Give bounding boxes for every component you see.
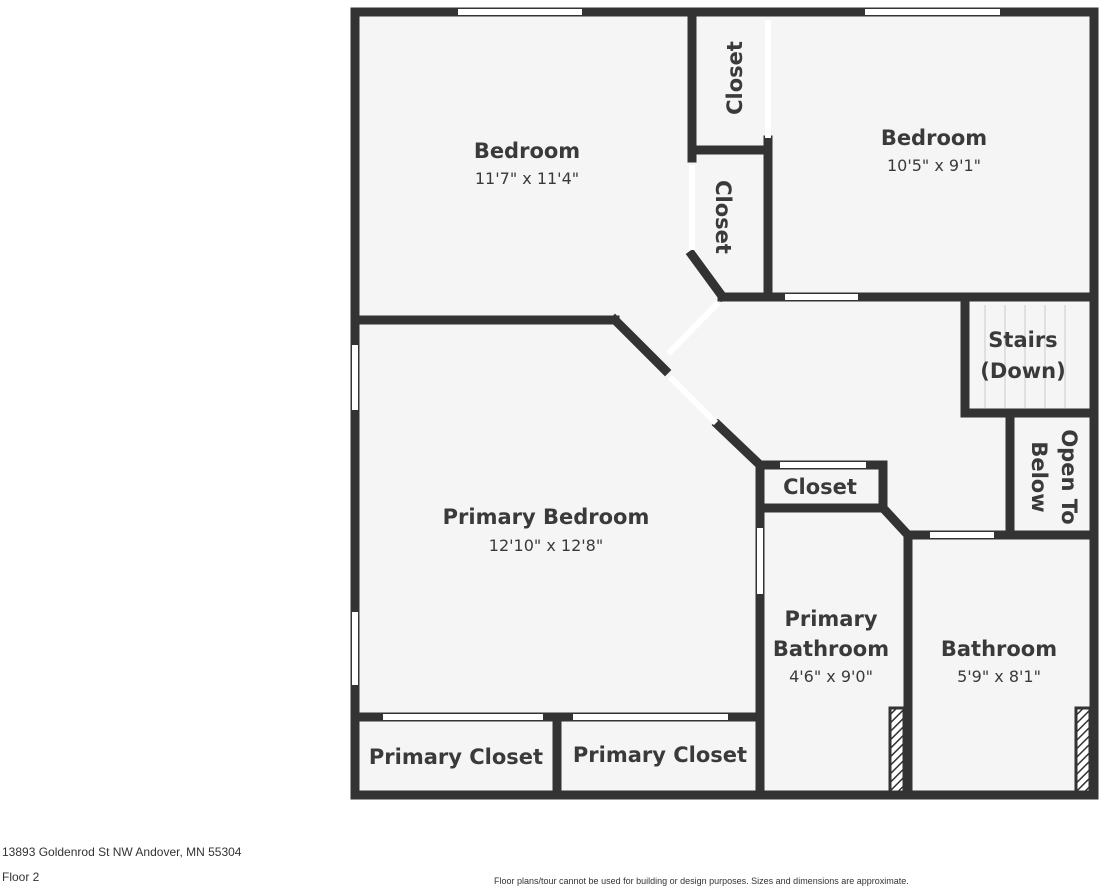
walls <box>350 7 1099 800</box>
room-label: Primary Bedroom <box>443 505 650 529</box>
room-label: Below <box>1027 441 1051 512</box>
room-label: Open To <box>1057 429 1081 524</box>
room-label: Bathroom <box>773 637 889 661</box>
stair-treads <box>984 305 1066 408</box>
room-label: Primary Closet <box>369 745 543 769</box>
disclaimer: Floor plans/tour cannot be used for buil… <box>494 876 909 886</box>
room-label: (Down) <box>980 359 1065 383</box>
fixture-hatch <box>888 706 906 794</box>
floor-area <box>355 12 1094 795</box>
room-dims: 10'5" x 9'1" <box>887 156 981 175</box>
room-label: Primary <box>784 607 877 631</box>
room-label: Closet <box>711 180 735 254</box>
address: 13893 Goldenrod St NW Andover, MN 55304 <box>2 845 242 859</box>
room-label: Closet <box>723 41 747 115</box>
fixture-hatch <box>1074 706 1092 794</box>
room-dims: 11'7" x 11'4" <box>475 169 579 188</box>
room-label: Bedroom <box>881 126 987 150</box>
room-label: Bathroom <box>941 637 1057 661</box>
room-label: Bedroom <box>474 139 580 163</box>
room-dims: 5'9" x 8'1" <box>957 667 1041 686</box>
room-label: Primary Closet <box>573 743 747 767</box>
openings <box>352 9 1000 720</box>
room-dims: 4'6" x 9'0" <box>789 667 873 686</box>
room-dims: 12'10" x 12'8" <box>489 536 603 555</box>
room-label: Closet <box>783 475 857 499</box>
room-label: Stairs <box>988 328 1057 352</box>
floor-label: Floor 2 <box>2 870 40 884</box>
